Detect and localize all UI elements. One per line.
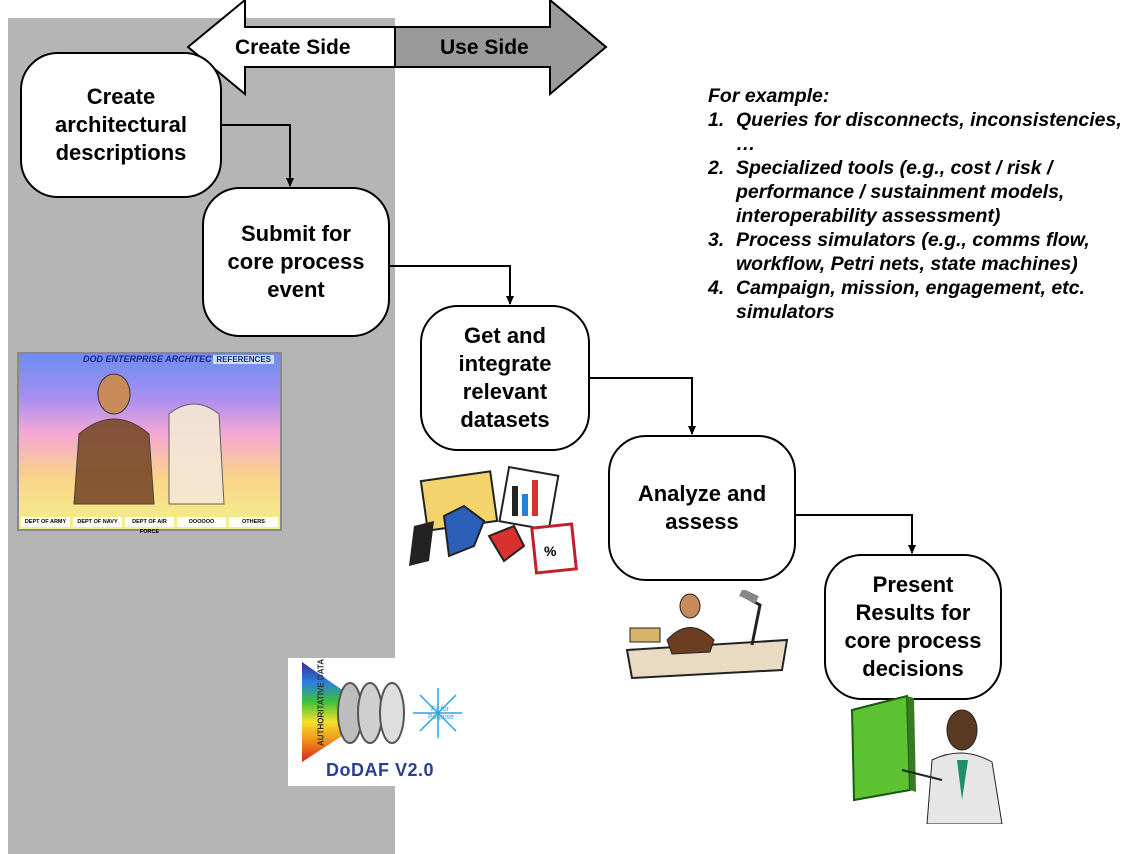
- dodaf-logo: AUTHORITATIVE DATA Fit for Purpose DoDAF…: [288, 658, 462, 786]
- example-item: 2.Specialized tools (e.g., cost / risk /…: [708, 157, 1065, 227]
- step-create-architectural-descriptions: Create architectural descriptions: [20, 52, 222, 198]
- step-get-and-integrate-datasets: Get and integrate relevant datasets: [420, 305, 590, 451]
- ea-board-references: REFERENCES: [213, 355, 274, 364]
- dodaf-burst-label: Fit for Purpose: [428, 706, 455, 721]
- connector-1-2: [222, 124, 294, 187]
- ea-footer-item: DEPT OF NAVY: [73, 517, 122, 527]
- ea-footer-item: DEPT OF ARMY: [21, 517, 70, 527]
- dodaf-side-label: AUTHORITATIVE DATA: [316, 659, 326, 746]
- dodaf-lenses-icon: [302, 662, 462, 762]
- example-item: 1.Queries for disconnects, inconsistenci…: [708, 109, 1122, 155]
- ea-footer-item: OTHERS: [229, 517, 278, 527]
- connector-2-3: [390, 265, 514, 305]
- ea-footer-item: OOOOOO: [177, 517, 226, 527]
- step-present-results: Present Results for core process decisio…: [824, 554, 1002, 700]
- use-side-label: Use Side: [440, 36, 529, 59]
- example-item: 3.Process simulators (e.g., comms flow, …: [708, 229, 1090, 275]
- person-at-desk-clipart-icon: [625, 590, 789, 680]
- svg-text:%: %: [544, 543, 557, 559]
- example-item: 4.Campaign, mission, engagement, etc. si…: [708, 277, 1085, 323]
- ea-board-title: DOD ENTERPRISE ARCHITECTURE: [83, 354, 237, 364]
- person-at-computer-icon: [73, 373, 225, 505]
- connector-3-4: [590, 377, 696, 435]
- ea-board-footer: DEPT OF ARMY DEPT OF NAVY DEPT OF AIR FO…: [21, 517, 278, 535]
- step-analyze-and-assess: Analyze and assess: [608, 435, 796, 581]
- dodaf-title: DoDAF V2.0: [326, 760, 435, 780]
- ea-footer-item: DEPT OF AIR FORCE: [125, 517, 174, 535]
- connector-4-5: [796, 514, 916, 554]
- create-side-label: Create Side: [235, 36, 351, 59]
- presenter-clipart-icon: [850, 694, 1003, 824]
- examples-list: For example: 1.Queries for disconnects, …: [708, 84, 1138, 324]
- examples-heading: For example:: [708, 85, 830, 107]
- step-submit-for-core-process-event: Submit for core process event: [202, 187, 390, 337]
- business-charts-clipart-icon: %: [409, 466, 578, 575]
- dod-enterprise-architecture-image: DOD ENTERPRISE ARCHITECTURE REFERENCES D…: [17, 352, 282, 535]
- use-side-arrow: [394, 0, 608, 97]
